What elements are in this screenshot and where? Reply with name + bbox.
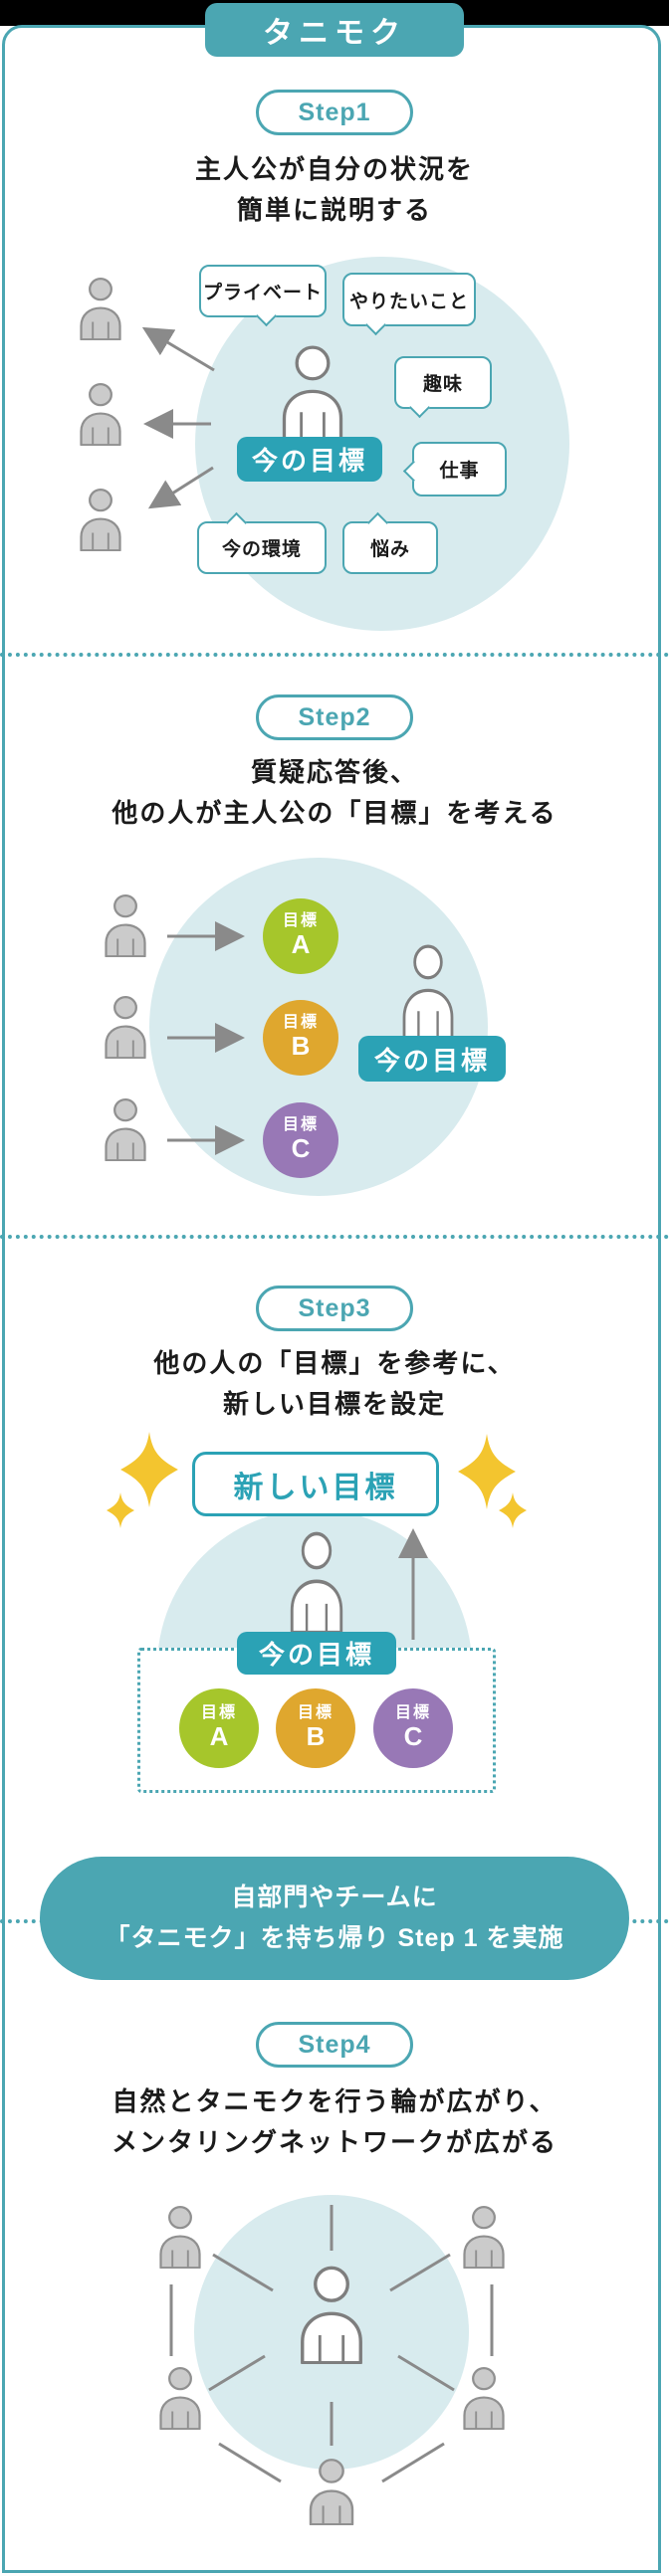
bubble-work: 仕事 (402, 442, 507, 496)
step1-heading: 主人公が自分の状況を 簡単に説明する (0, 149, 669, 231)
goal-b-circle: 目標 B (276, 1688, 355, 1768)
step3-heading-line2: 新しい目標を設定 (222, 1389, 446, 1419)
step3-heading: 他の人の「目標」を参考に、 新しい目標を設定 (0, 1343, 669, 1425)
goal-a-circle: 目標 A (179, 1688, 259, 1768)
sparkle-icon (456, 1434, 518, 1509)
goal-b-label: 目標 (297, 1703, 334, 1721)
takeaway-banner: 自部門やチームに 「タニモク」を持ち帰り Step 1 を実施 (40, 1857, 629, 1980)
goal-c-label: 目標 (394, 1703, 431, 1721)
goal-b-letter: B (291, 1031, 311, 1062)
bubble-private: プライベート (199, 265, 327, 327)
step1-pill: Step1 (256, 90, 413, 135)
main-person-icon (275, 344, 350, 440)
step3-up-arrow (398, 1528, 428, 1640)
section-divider (0, 653, 669, 657)
step4-pill: Step4 (256, 2022, 413, 2068)
person-icon (75, 488, 126, 551)
goal-b-label: 目標 (282, 1013, 319, 1031)
bubble-hobby: 趣味 (394, 356, 492, 419)
sparkle-icon (118, 1432, 180, 1507)
person-icon (75, 382, 126, 446)
banner-line1: 自部門やチームに (231, 1883, 438, 1911)
goal-a-label: 目標 (282, 911, 319, 929)
bubble-environment-label: 今の環境 (221, 539, 302, 560)
person-icon (458, 2366, 510, 2430)
step2-heading-line2: 他の人が主人公の「目標」を考える (112, 798, 558, 828)
step4-network-lines (169, 2205, 494, 2483)
bubble-environment: 今の環境 (197, 511, 327, 574)
step2-pill: Step2 (256, 694, 413, 740)
bubble-want-label: やりたいこと (348, 291, 469, 312)
sparkle-icon (498, 1492, 528, 1528)
sparkle-icon (106, 1492, 135, 1528)
current-goal-chip: 今の目標 (358, 1036, 506, 1082)
step4-heading: 自然とタニモクを行う輪が広がり、 メンタリングネットワークが広がる (0, 2081, 669, 2163)
step2-arrows (167, 921, 245, 1155)
bubble-work-label: 仕事 (439, 461, 480, 482)
goal-a-letter: A (291, 929, 311, 960)
goal-a-letter: A (209, 1721, 229, 1752)
person-icon (100, 995, 151, 1059)
goal-c-label: 目標 (282, 1115, 319, 1133)
step2-heading: 質疑応答後、 他の人が主人公の「目標」を考える (0, 752, 669, 834)
banner-line2: 「タニモク」を持ち帰り Step 1 を実施 (105, 1924, 564, 1952)
goal-c-circle: 目標 C (263, 1102, 338, 1178)
bubble-private-label: プライベート (202, 283, 323, 303)
step1-heading-line2: 簡単に説明する (236, 195, 432, 225)
person-icon (154, 2366, 206, 2430)
step3-pill: Step3 (256, 1286, 413, 1331)
goal-b-letter: B (306, 1721, 326, 1752)
step1-heading-line1: 主人公が自分の状況を (194, 154, 474, 184)
goal-a-label: 目標 (200, 1703, 237, 1721)
bubble-worry-label: 悩み (369, 539, 410, 560)
person-icon (458, 2205, 510, 2269)
person-icon (154, 2205, 206, 2269)
step3-heading-line1: 他の人の「目標」を参考に、 (153, 1348, 516, 1378)
person-icon (304, 2458, 359, 2525)
new-goal-box: 新しい目標 (192, 1452, 439, 1516)
step1-arrows (141, 326, 215, 509)
person-icon (100, 1097, 151, 1161)
goal-c-letter: C (403, 1721, 423, 1752)
title-tab: タニモク (205, 3, 464, 57)
bubble-worry: 悩み (342, 511, 438, 574)
section-divider (0, 1235, 669, 1239)
person-icon (100, 893, 151, 957)
step4-heading-line2: メンタリングネットワークが広がる (111, 2127, 558, 2157)
person-icon (75, 277, 126, 340)
main-person-icon (284, 1530, 349, 1634)
bubble-hobby-label: 趣味 (422, 374, 463, 395)
goal-b-circle: 目標 B (263, 1000, 338, 1076)
step4-heading-line1: 自然とタニモクを行う輪が広がり、 (112, 2086, 558, 2116)
current-goal-chip: 今の目標 (237, 1632, 396, 1675)
step2-heading-line1: 質疑応答後、 (250, 757, 418, 787)
goal-c-circle: 目標 C (373, 1688, 453, 1768)
current-goal-chip: 今の目標 (237, 437, 382, 482)
main-person-icon (396, 943, 460, 1039)
bubble-want: やりたいこと (342, 273, 476, 336)
goal-a-circle: 目標 A (263, 898, 338, 974)
main-person-icon (293, 2265, 370, 2364)
goal-c-letter: C (291, 1133, 311, 1164)
